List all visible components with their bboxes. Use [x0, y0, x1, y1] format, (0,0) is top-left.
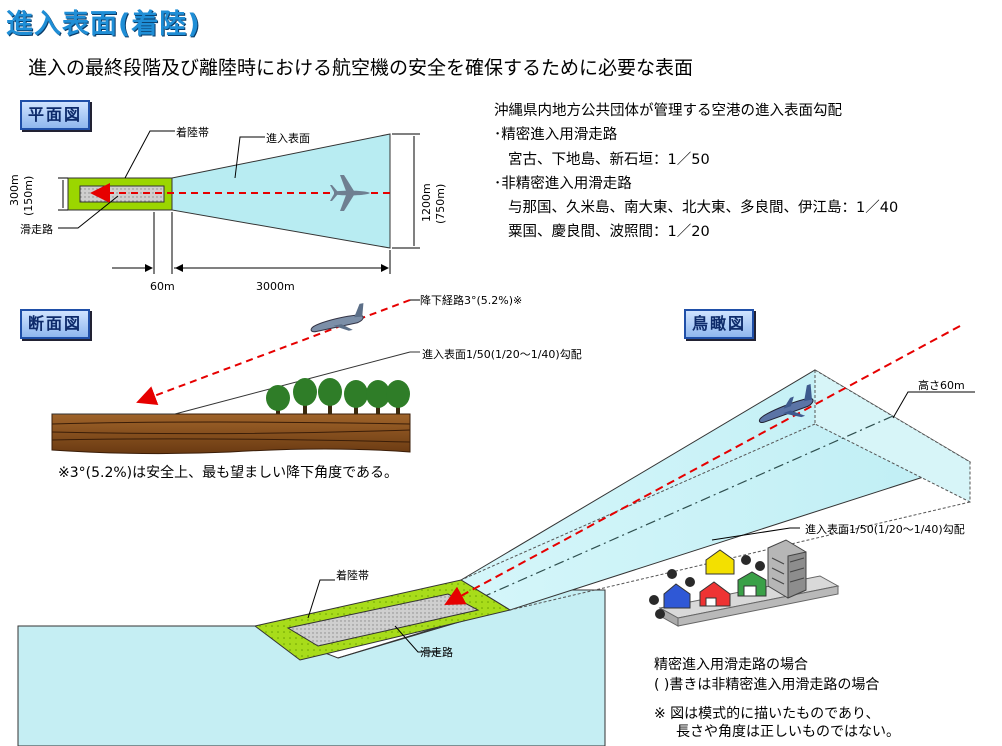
- glide-path-label: 降下経路3°(5.2%)※: [420, 294, 523, 307]
- gradient-heading: 沖縄県内地方公共団体が管理する空港の進入表面勾配: [494, 103, 842, 119]
- bird-runway: [286, 593, 480, 647]
- section-footnote: ※3°(5.2%)は安全上、最も望ましい降下角度である。: [58, 465, 398, 481]
- bird-town: [649, 539, 840, 627]
- plan-width-left-paren-label: (150m): [22, 175, 35, 216]
- plan-landing-strip-label: 着陸帯: [176, 126, 209, 139]
- nonprecision-runway-label: ･非精密進入用滑走路: [494, 176, 632, 192]
- bird-runway-label: 滑走路: [420, 646, 453, 659]
- birdseye-view-badge: 鳥瞰図: [684, 309, 755, 339]
- page-subtitle: 進入の最終段階及び離陸時における航空機の安全を確保するために必要な表面: [28, 57, 694, 79]
- plan-view: [58, 130, 420, 274]
- nonprecision-airports-1: 与那国、久米島、南大東、北大東、多良間、伊江島：1／40: [508, 200, 899, 216]
- legend-note-1: ※ 図は模式的に描いたものであり、: [654, 706, 880, 722]
- plan-dim-60-label: 60m: [150, 280, 175, 293]
- plan-width-left-label: 300m: [8, 174, 21, 206]
- plan-width-right-paren-label: (750m): [434, 183, 447, 224]
- precision-airports: 宮古、下地島、新石垣：1／50: [508, 152, 710, 168]
- section-trees: [266, 378, 410, 414]
- plan-runway-label: 滑走路: [20, 223, 53, 236]
- legend-line-1: 精密進入用滑走路の場合: [654, 657, 808, 673]
- section-surface-slope-label: 進入表面1/50(1/20～1/40)勾配: [422, 348, 582, 361]
- plan-width-right-label: 1200m: [420, 183, 433, 222]
- section-view-badge: 断面図: [20, 309, 91, 339]
- bird-height-label: 高さ60m: [918, 379, 965, 392]
- nonprecision-airports-2: 粟国、慶良間、波照間：1／20: [508, 224, 710, 240]
- precision-runway-label: ･精密進入用滑走路: [494, 127, 618, 143]
- plan-airplane-icon: [330, 175, 370, 211]
- bird-surface-slope-label: 進入表面1/50(1/20～1/40)勾配: [805, 523, 965, 536]
- section-view: [51, 299, 420, 455]
- birdseye-view: [17, 325, 975, 746]
- plan-approach-surface-label: 進入表面: [266, 132, 310, 145]
- page-title: 進入表面(着陸): [6, 9, 201, 40]
- bird-landing-strip-label: 着陸帯: [336, 569, 369, 582]
- bird-airplane-icon: [758, 384, 814, 424]
- legend-note-2: 長さや角度は正しいものではない。: [676, 724, 900, 740]
- plan-view-badge: 平面図: [20, 100, 91, 130]
- plan-dim-3000-label: 3000m: [256, 280, 295, 293]
- section-airplane-icon: [310, 303, 364, 333]
- legend-line-2: ( )書きは非精密進入用滑走路の場合: [654, 677, 880, 693]
